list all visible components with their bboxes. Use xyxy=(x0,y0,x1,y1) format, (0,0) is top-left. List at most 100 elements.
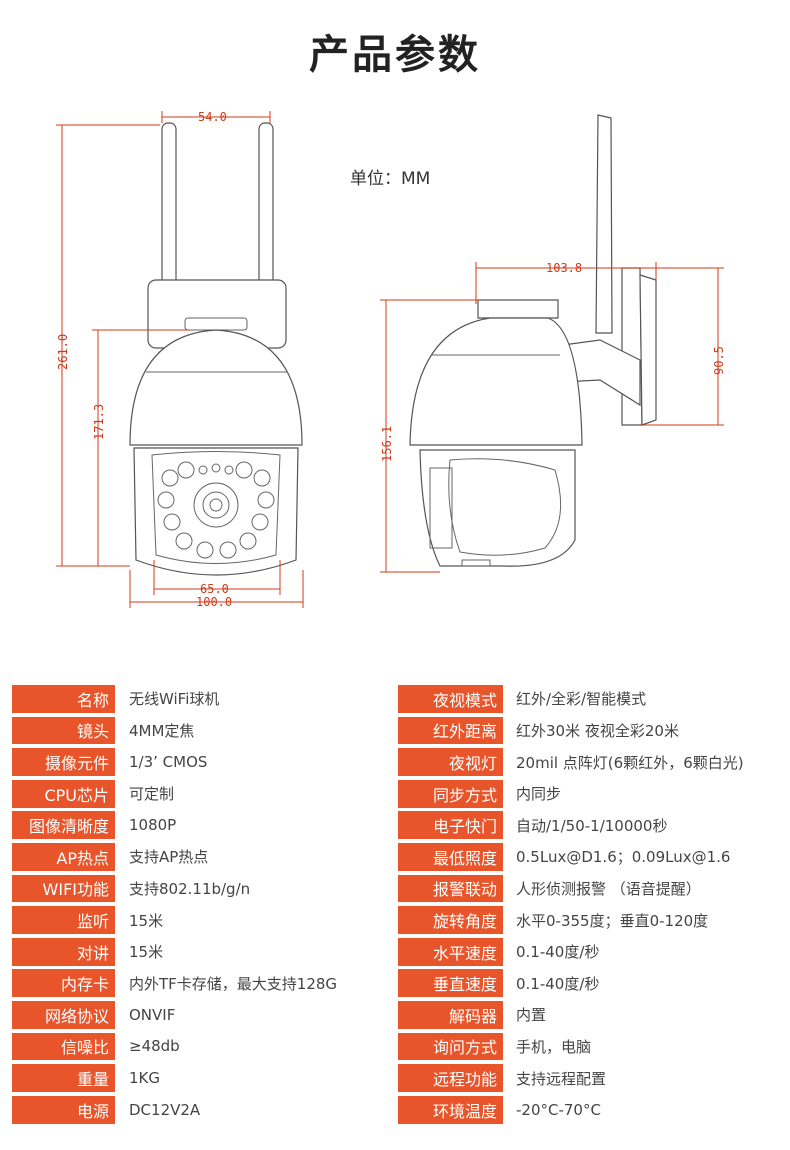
spec-key: 水平速度 xyxy=(398,937,503,966)
spec-value: 1KG xyxy=(129,1069,161,1088)
spec-value: 0.5Lux@D1.6；0.09Lux@1.6 xyxy=(516,848,731,867)
spec-key: 图像清晰度 xyxy=(12,811,115,840)
spec-key: 远程功能 xyxy=(398,1064,503,1092)
side-dimensions: 103.8 156.1 90.5 xyxy=(380,261,726,573)
spec-key: 网络协议 xyxy=(12,1000,115,1029)
front-view-camera xyxy=(129,122,303,576)
spec-row: 信噪比 ≥48db xyxy=(12,1032,337,1061)
spec-row: 镜头 4MM定焦 xyxy=(12,716,337,745)
dim-side-height: 156.1 xyxy=(380,426,394,462)
spec-row: 夜视模式红外/全彩/智能模式 xyxy=(398,685,744,713)
spec-key: 同步方式 xyxy=(398,779,503,808)
spec-row: 夜视灯 20mil 点阵灯(6颗红外，6颗白光) xyxy=(398,748,744,776)
spec-value: 支持802.11b/g/n xyxy=(129,879,251,898)
spec-value: 人形侦测报警 （语音提醒） xyxy=(516,879,701,898)
spec-key: CPU芯片 xyxy=(12,779,115,808)
spec-value: DC12V2A xyxy=(129,1100,201,1119)
spec-row: 垂直速度 0.1-40度/秒 xyxy=(398,969,744,998)
spec-value: 支持AP热点 xyxy=(129,848,209,867)
spec-value: 红外/全彩/智能模式 xyxy=(516,690,647,709)
spec-key: 旋转角度 xyxy=(398,906,503,934)
spec-key: 信噪比 xyxy=(12,1032,115,1061)
front-dimensions: 54.0 261.0 171.3 65.0 100.0 xyxy=(56,110,304,609)
spec-key: 询问方式 xyxy=(398,1032,503,1061)
spec-row: 电源 DC12V2A xyxy=(12,1095,337,1124)
dim-total-height: 261.0 xyxy=(56,334,70,370)
spec-key: AP热点 xyxy=(12,842,115,871)
unit-label: 单位：MM xyxy=(350,169,431,189)
spec-row: 解码器内置 xyxy=(398,1000,744,1029)
spec-key: 夜视灯 xyxy=(398,748,503,776)
spec-row: 红外距离红外30米 夜视全彩20米 xyxy=(398,716,744,745)
spec-value: 内置 xyxy=(516,1006,547,1025)
spec-value: 内同步 xyxy=(516,785,562,804)
spec-row: 水平速度 0.1-40度/秒 xyxy=(398,937,744,966)
spec-value: -20°C-70°C xyxy=(516,1100,601,1119)
spec-row: 内存卡内外TF卡存储，最大支持128G xyxy=(12,969,338,998)
spec-value: 可定制 xyxy=(129,785,175,804)
spec-row: 报警联动人形侦测报警 （语音提醒） xyxy=(398,874,744,903)
spec-row: 网络协议 ONVIF xyxy=(12,1000,337,1029)
dim-bottom-width: 100.0 xyxy=(196,595,232,609)
spec-key: 监听 xyxy=(12,906,115,934)
spec-key: WIFI功能 xyxy=(12,874,115,903)
spec-value: 20mil 点阵灯(6颗红外，6颗白光) xyxy=(516,753,744,772)
spec-row: 询问方式手机，电脑 xyxy=(398,1032,744,1061)
spec-row: 旋转角度水平0-355度；垂直0-120度 xyxy=(398,906,744,934)
spec-row: CPU芯片可定制 xyxy=(12,779,337,808)
dimension-drawing: 54.0 261.0 171.3 65.0 100.0 xyxy=(56,110,726,609)
spec-value: ONVIF xyxy=(129,1005,176,1024)
spec-key: 电源 xyxy=(12,1095,115,1124)
spec-value: 0.1-40度/秒 xyxy=(516,943,600,962)
spec-value: 4MM定焦 xyxy=(129,721,195,740)
spec-value: 内外TF卡存储，最大支持128G xyxy=(129,974,338,993)
spec-row: 重量 1KG xyxy=(12,1064,337,1092)
page-title: 产品参数 xyxy=(309,32,481,78)
spec-row: 图像清晰度 1080P xyxy=(12,811,337,840)
spec-value: 0.1-40度/秒 xyxy=(516,974,600,993)
spec-value: 支持远程配置 xyxy=(516,1069,607,1088)
dim-front-top: 54.0 xyxy=(198,110,227,124)
spec-key: 镜头 xyxy=(12,716,115,745)
side-view-camera xyxy=(409,114,657,567)
spec-value: ≥48db xyxy=(129,1037,180,1056)
spec-key: 对讲 xyxy=(12,937,115,966)
spec-key: 重量 xyxy=(12,1064,115,1092)
spec-row: 名称无线WiFi球机 xyxy=(12,685,337,713)
dim-lens-width: 65.0 xyxy=(200,582,229,596)
spec-value: 水平0-355度；垂直0-120度 xyxy=(516,911,709,930)
spec-row: 同步方式内同步 xyxy=(398,779,744,808)
spec-value: 1/3’ CMOS xyxy=(129,753,208,772)
spec-row: 环境温度 -20°C-70°C xyxy=(398,1095,744,1124)
spec-key: 内存卡 xyxy=(12,969,115,998)
spec-key: 夜视模式 xyxy=(398,685,503,713)
spec-row: WIFI功能支持802.11b/g/n xyxy=(12,874,337,903)
spec-key: 名称 xyxy=(12,685,115,713)
spec-row: 远程功能支持远程配置 xyxy=(398,1064,744,1092)
spec-row: 电子快门自动/1/50-1/10000秒 xyxy=(398,811,744,840)
spec-key: 报警联动 xyxy=(398,874,503,903)
spec-value: 手机，电脑 xyxy=(516,1037,592,1056)
spec-key: 垂直速度 xyxy=(398,969,503,998)
spec-row: 摄像元件 1/3’ CMOS xyxy=(12,748,337,776)
spec-key: 电子快门 xyxy=(398,811,503,840)
dim-side-depth: 103.8 xyxy=(546,261,582,275)
spec-value: 1080P xyxy=(129,816,177,835)
spec-row: 监听 15米 xyxy=(12,906,337,934)
spec-value: 15米 xyxy=(129,911,164,930)
spec-key: 摄像元件 xyxy=(12,748,115,776)
spec-key: 红外距离 xyxy=(398,716,503,745)
spec-key: 最低照度 xyxy=(398,842,503,871)
spec-value: 自动/1/50-1/10000秒 xyxy=(516,816,668,835)
spec-row: 最低照度 0.5Lux@D1.6；0.09Lux@1.6 xyxy=(398,842,744,871)
dim-body-height: 171.3 xyxy=(92,404,106,440)
spec-row: AP热点支持AP热点 xyxy=(12,842,337,871)
spec-key: 解码器 xyxy=(398,1000,503,1029)
spec-value: 无线WiFi球机 xyxy=(129,690,220,709)
dim-bracket-height: 90.5 xyxy=(712,346,726,375)
spec-value: 红外30米 夜视全彩20米 xyxy=(516,721,679,740)
spec-key: 环境温度 xyxy=(398,1095,503,1124)
